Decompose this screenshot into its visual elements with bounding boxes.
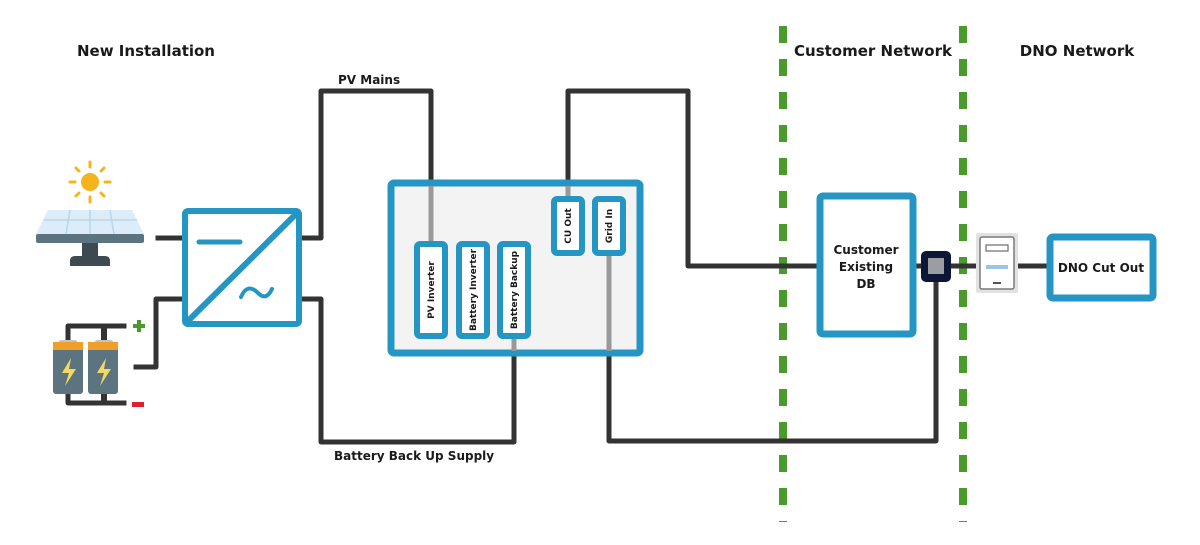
port-battery-inverter: Battery Inverter: [456, 241, 490, 339]
battery-backup-supply-label: Battery Back Up Supply: [334, 449, 494, 463]
zone-label-dno-network: DNO Network: [1020, 42, 1135, 60]
solar-panel-icon: [36, 160, 144, 266]
svg-text:DNO Cut Out: DNO Cut Out: [1058, 261, 1144, 275]
wire-battery-backup-supply: [297, 296, 517, 445]
port-cu-out: CU Out: [551, 196, 585, 256]
switch-box: PV Inverter Battery Inverter Battery Bac…: [387, 179, 644, 357]
svg-text:Existing: Existing: [839, 260, 893, 274]
svg-text:DB: DB: [856, 277, 875, 291]
battery-icon: [53, 340, 118, 394]
port-grid-in: Grid In: [592, 196, 626, 256]
wire-grid-in: [606, 279, 939, 444]
inverter-icon: [182, 208, 302, 327]
meter-icon: [976, 233, 1018, 293]
svg-text:Customer: Customer: [833, 243, 898, 257]
isolator-icon: [921, 251, 951, 282]
svg-text:Battery Inverter: Battery Inverter: [469, 248, 479, 331]
wire-pv-mains: [297, 88, 434, 241]
zone-label-customer-network: Customer Network: [794, 42, 953, 60]
wire-cu-out: [565, 88, 821, 269]
customer-existing-db: Customer Existing DB: [816, 192, 917, 338]
svg-text:Battery Backup: Battery Backup: [510, 250, 520, 329]
pv-mains-label: PV Mains: [338, 73, 400, 87]
port-battery-backup: Battery Backup: [497, 241, 531, 339]
wire-battery-inverter: [133, 296, 187, 370]
svg-text:CU Out: CU Out: [564, 208, 574, 244]
port-pv-inverter: PV Inverter: [414, 241, 448, 339]
wires: [65, 88, 1052, 445]
dno-cut-out: DNO Cut Out: [1046, 233, 1157, 302]
battery-terminal-positive: [65, 323, 127, 343]
zone-label-new-installation: New Installation: [77, 42, 215, 60]
svg-text:Grid In: Grid In: [605, 209, 615, 243]
minus-icon: [132, 402, 144, 407]
svg-text:PV Inverter: PV Inverter: [427, 261, 437, 319]
plus-icon: [133, 320, 145, 332]
